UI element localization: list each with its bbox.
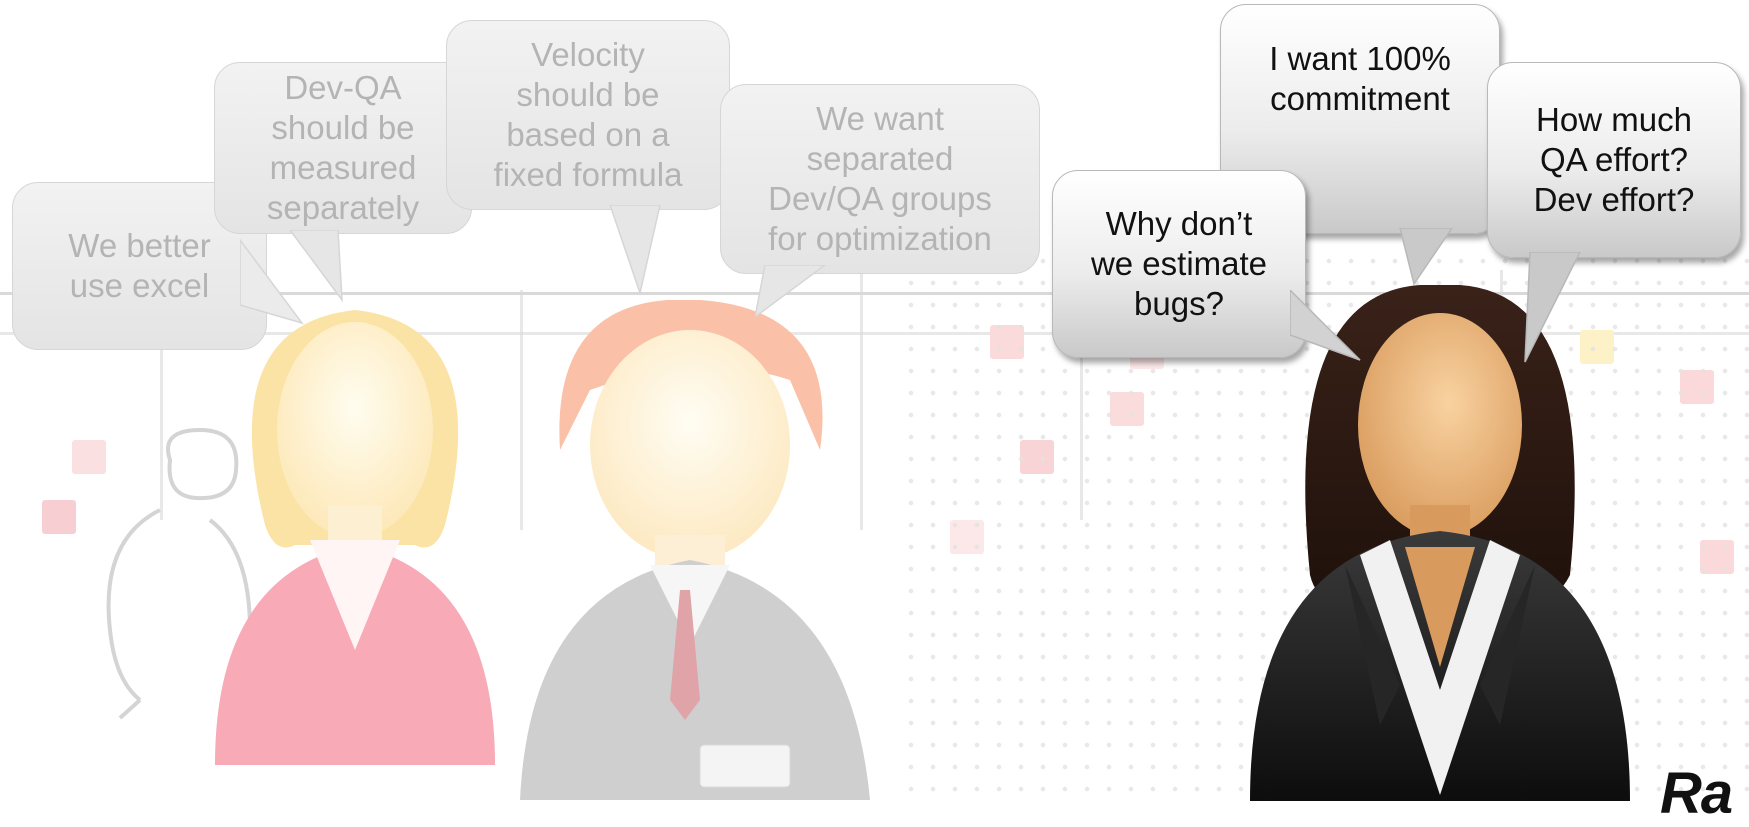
speech-bubble-velocity: Velocity should be based on a fixed form…: [446, 20, 730, 210]
bubble-tail: [1399, 228, 1453, 286]
speech-bubble-commitment: I want 100% commitment: [1220, 4, 1500, 234]
bubble-tail: [289, 230, 343, 303]
bubble-text: Why don’t we estimate bugs?: [1090, 204, 1268, 323]
speech-bubble-effort: How much QA effort? Dev effort?: [1487, 62, 1741, 258]
bubble-text: I want 100% commitment: [1269, 39, 1451, 117]
logo-text: Ra: [1660, 761, 1733, 826]
board-line: [520, 290, 523, 530]
sticky-note: [42, 500, 76, 534]
bubble-tail: [609, 205, 661, 296]
board-line: [860, 270, 863, 530]
sticky-note: [72, 440, 106, 474]
bubble-tail: [755, 265, 827, 318]
bubble-text: We better use excel: [68, 226, 211, 304]
man-avatar-faded: [520, 300, 870, 800]
speech-bubble-bugs: Why don’t we estimate bugs?: [1052, 170, 1306, 358]
bubble-text: How much QA effort? Dev effort?: [1533, 100, 1695, 219]
speech-bubble-groups: We want separated Dev/QA groups for opti…: [720, 84, 1040, 274]
board-line: [0, 292, 1749, 295]
bubble-text: Velocity should be based on a fixed form…: [493, 35, 683, 194]
bubble-tail: [240, 238, 304, 325]
bubble-text: We want separated Dev/QA groups for opti…: [768, 99, 992, 258]
bubble-text: Dev-QA should be measured separately: [266, 68, 420, 227]
board-line: [0, 332, 1749, 335]
businesswoman-avatar: [1250, 285, 1630, 801]
bubble-tail: [1290, 290, 1361, 361]
bubble-tail: [1524, 252, 1581, 363]
speech-bubble-devqa: Dev-QA should be measured separately: [214, 62, 472, 234]
board-line: [160, 300, 163, 520]
woman-avatar-faded: [215, 310, 495, 765]
